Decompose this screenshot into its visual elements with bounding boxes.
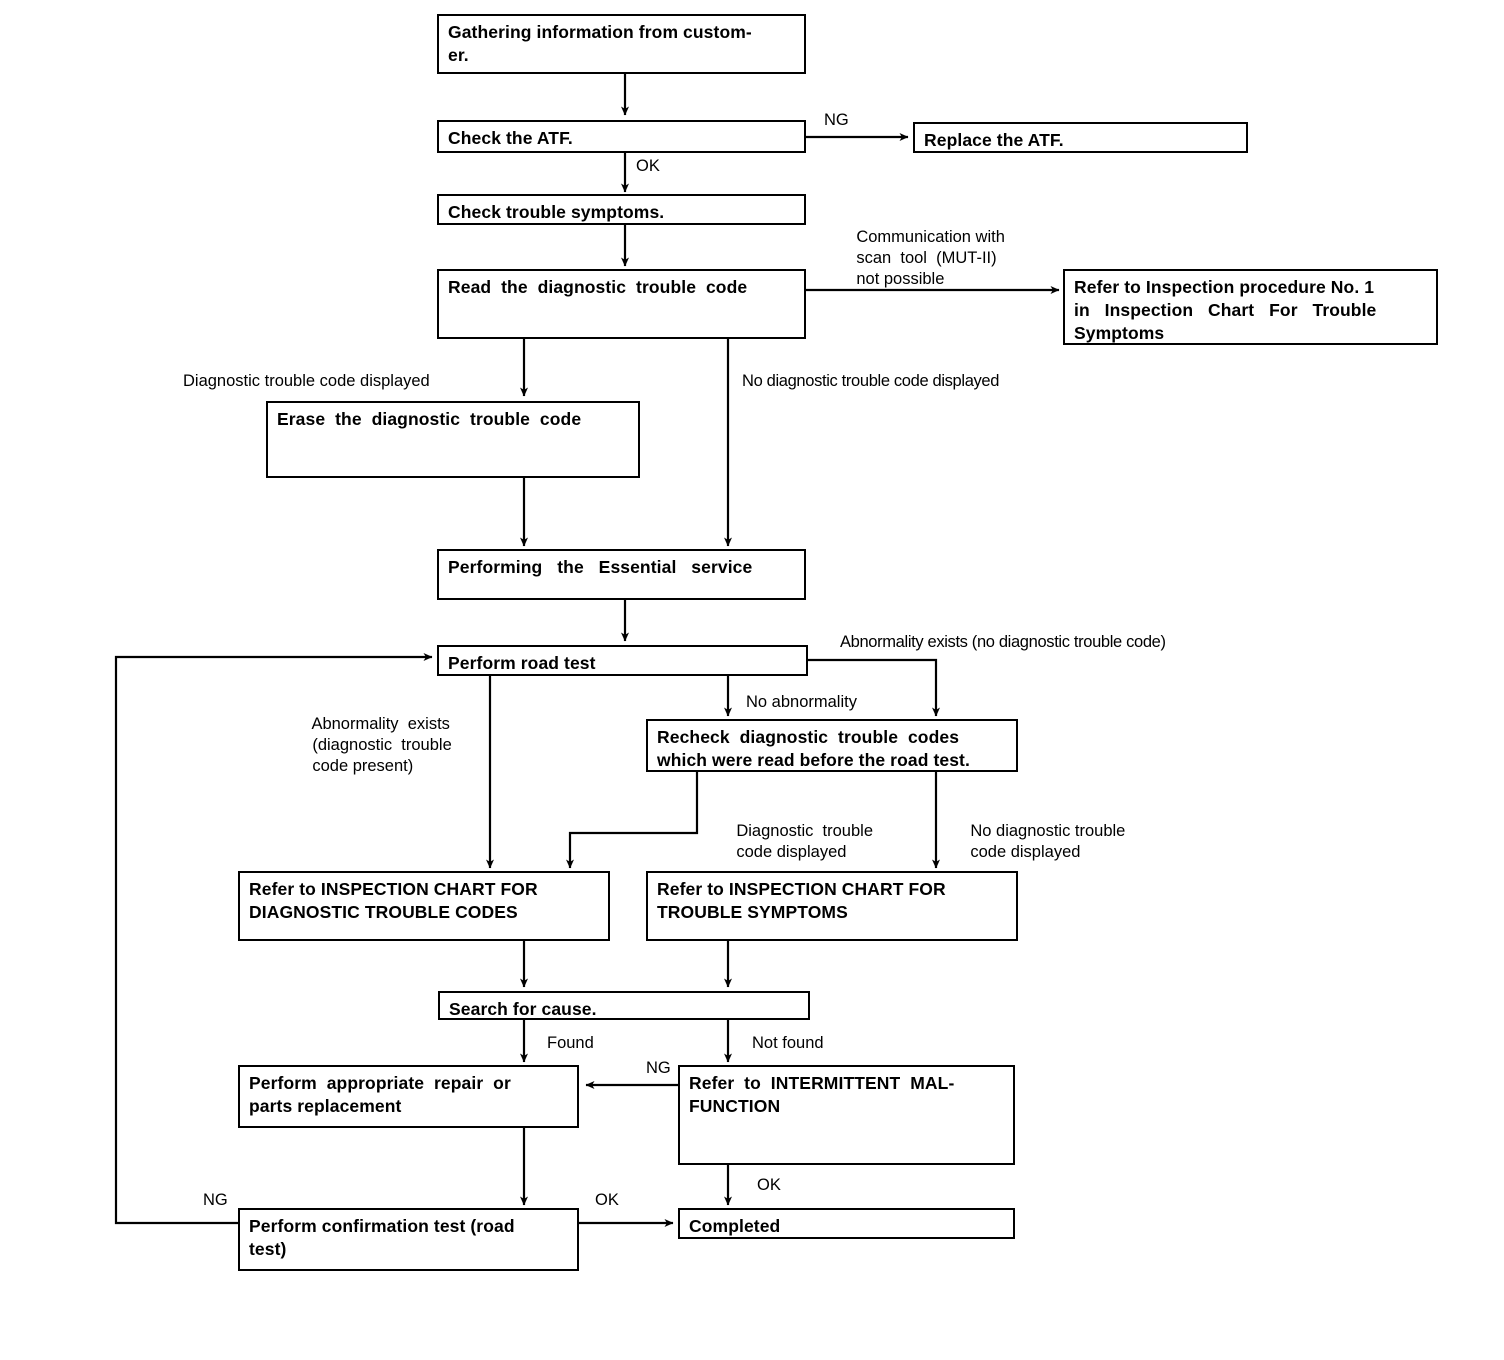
node-text-line: TROUBLE SYMPTOMS <box>657 902 848 923</box>
node-text-line: Replace the ATF. <box>924 130 1064 150</box>
node-text-line: Refer to INTERMITTENT MAL- <box>689 1073 955 1093</box>
node-check-atf[interactable]: Check the ATF. <box>437 120 806 153</box>
node-text-line: Completed <box>689 1216 781 1236</box>
edge-label-ng-confirm: NG <box>203 1191 228 1209</box>
node-text-line: DIAGNOSTIC TROUBLE CODES <box>249 902 518 923</box>
node-text-line: Refer to INSPECTION CHART FOR <box>249 879 538 899</box>
node-perform-road-test[interactable]: Perform road test <box>437 645 808 676</box>
node-text-line: Perform confirmation test (road <box>249 1216 515 1236</box>
edge-label-line: Abnormality exists <box>311 715 450 734</box>
node-text-line: Erase the diagnostic trouble code <box>277 409 582 429</box>
edge-label-line: code present) <box>312 757 414 776</box>
node-gathering-information[interactable]: Gathering information from custom- er. <box>437 14 806 74</box>
edge-label-no-dtc-displayed: No diagnostic trouble code displayed <box>742 372 1000 390</box>
edge-label-dtc-displayed: Diagnostic trouble code displayed <box>183 372 430 390</box>
node-text-line: Check the ATF. <box>448 128 573 148</box>
edge-label-ng-repair: NG <box>646 1059 671 1077</box>
node-refer-inspection-procedure[interactable]: Refer to Inspection procedure No. 1 in I… <box>1063 269 1438 345</box>
edge-label-no-dtc-displayed-2: No diagnostic trouble code displayed <box>952 800 1125 884</box>
edge-label-ok-intermittent: OK <box>757 1176 781 1194</box>
node-text-line: Read the diagnostic trouble code <box>448 277 748 297</box>
node-replace-atf[interactable]: Replace the ATF. <box>913 122 1248 153</box>
edge-label-line: No diagnostic trouble <box>970 822 1126 841</box>
edge-label-line: (diagnostic trouble <box>312 736 452 755</box>
edge-label-line: Diagnostic trouble <box>736 822 874 841</box>
node-text-line: Gathering information from custom- <box>448 22 752 42</box>
node-refer-intermittent-malfunction[interactable]: Refer to INTERMITTENT MAL- FUNCTION <box>678 1065 1015 1165</box>
edge-label-communication-failure: Communication with scan tool (MUT-II) no… <box>838 206 1005 312</box>
node-text-line: Recheck diagnostic trouble codes <box>657 727 960 747</box>
edge-label-abnormality-no-dtc: Abnormality exists (no diagnostic troubl… <box>840 633 1166 651</box>
node-text-line: Performing the Essential service <box>448 557 753 577</box>
node-erase-diagnostic-trouble-code[interactable]: Erase the diagnostic trouble code <box>266 401 640 478</box>
edge-label-line: code displayed <box>736 843 847 862</box>
node-text-line: Symptoms <box>1074 323 1165 344</box>
node-text-line: Perform road test <box>448 653 596 673</box>
node-perform-confirmation-test[interactable]: Perform confirmation test (road test) <box>238 1208 579 1271</box>
node-text-line: Refer to Inspection procedure No. 1 <box>1074 277 1375 297</box>
node-perform-repair[interactable]: Perform appropriate repair or parts repl… <box>238 1065 579 1128</box>
edge-label-line: not possible <box>856 270 945 289</box>
node-text-line: in Inspection Chart For Trouble <box>1074 300 1377 321</box>
node-inspection-chart-diagnostic-trouble-codes[interactable]: Refer to INSPECTION CHART FOR DIAGNOSTIC… <box>238 871 610 941</box>
node-text-line: parts replacement <box>249 1096 402 1117</box>
node-check-trouble-symptoms[interactable]: Check trouble symptoms. <box>437 194 806 225</box>
edge-label-not-found: Not found <box>752 1034 824 1052</box>
edge-label-ok-atf: OK <box>636 157 660 175</box>
node-text-line: er. <box>448 45 469 66</box>
node-text-line: Check trouble symptoms. <box>448 202 665 222</box>
node-inspection-chart-trouble-symptoms[interactable]: Refer to INSPECTION CHART FOR TROUBLE SY… <box>646 871 1018 941</box>
node-performing-essential-service[interactable]: Performing the Essential service <box>437 549 806 600</box>
edge-label-line: scan tool (MUT-II) <box>856 249 997 268</box>
node-text-line: FUNCTION <box>689 1096 781 1117</box>
node-read-diagnostic-trouble-code[interactable]: Read the diagnostic trouble code <box>437 269 806 339</box>
node-text-line: Perform appropriate repair or <box>249 1073 511 1093</box>
edge-label-dtc-displayed-2: Diagnostic trouble code displayed <box>718 800 873 884</box>
edge-label-abnormality-dtc-present: Abnormality exists (diagnostic trouble c… <box>294 693 452 799</box>
node-search-for-cause[interactable]: Search for cause. <box>438 991 810 1020</box>
node-text-line: test) <box>249 1239 287 1260</box>
node-completed[interactable]: Completed <box>678 1208 1015 1239</box>
edge-label-line: code displayed <box>970 843 1081 862</box>
node-text-line: which were read before the road test. <box>657 750 970 771</box>
edge-label-found: Found <box>547 1034 594 1052</box>
node-recheck-diagnostic-trouble-codes[interactable]: Recheck diagnostic trouble codes which w… <box>646 719 1018 772</box>
edge-label-line: Communication with <box>856 228 1005 247</box>
node-text-line: Refer to INSPECTION CHART FOR <box>657 879 946 899</box>
edge-label-ng-atf: NG <box>824 111 849 129</box>
node-text-line: Search for cause. <box>449 999 597 1019</box>
edge-label-no-abnormality: No abnormality <box>746 693 857 711</box>
edge-label-ok-confirm: OK <box>595 1191 619 1209</box>
